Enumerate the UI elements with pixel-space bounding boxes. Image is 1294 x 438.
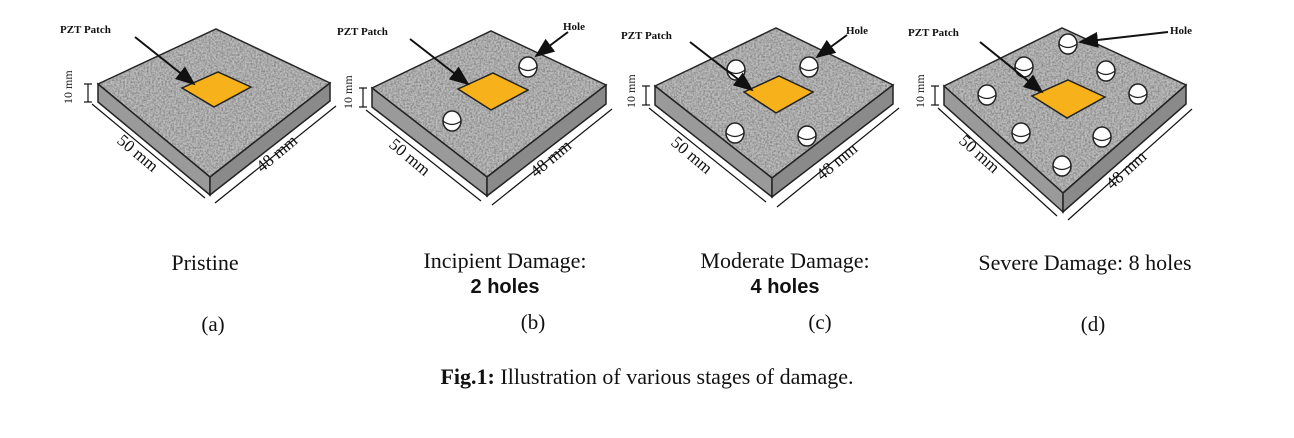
thickness-label: 10 mm xyxy=(341,75,355,109)
caption-sub: 4 holes xyxy=(750,276,820,298)
hole xyxy=(1096,60,1116,82)
pzt-patch xyxy=(742,75,815,114)
caption-c: Moderate Damage: 4 holes xyxy=(660,248,910,300)
figure-caption-prefix: Fig.1: xyxy=(440,364,495,389)
pzt-patch-label: PZT Patch xyxy=(908,27,959,39)
thickness-dimension: 10 mm xyxy=(624,74,650,108)
panel-letter-a: (a) xyxy=(201,312,225,336)
panel-c: PZT Patch Hole 10 mm 50 mm 48 mm xyxy=(621,25,900,208)
hole xyxy=(797,125,817,147)
panel-b: PZT Patch Hole 10 mm 50 mm 48 mm xyxy=(337,21,613,206)
hole-label: Hole xyxy=(846,25,868,37)
pzt-patch-label: PZT Patch xyxy=(60,24,111,36)
thickness-label: 10 mm xyxy=(61,70,75,104)
panel-letter-b: (b) xyxy=(520,310,546,334)
thickness-dimension: 10 mm xyxy=(61,70,92,104)
caption-main: Moderate Damage: xyxy=(700,248,870,273)
caption-a: Pristine xyxy=(105,250,305,276)
hole xyxy=(1092,126,1112,148)
caption-main: Pristine xyxy=(171,250,239,275)
hole xyxy=(518,56,538,78)
thickness-label: 10 mm xyxy=(624,74,638,108)
caption-main: Incipient Damage: xyxy=(423,248,587,273)
panel-d: PZT Patch Hole 10 mm 50 mm 48 mm xyxy=(908,25,1193,221)
figure-caption-text: Illustration of various stages of damage… xyxy=(494,364,854,389)
hole-label: Hole xyxy=(563,21,585,33)
hole xyxy=(1011,122,1031,144)
hole xyxy=(1128,83,1148,105)
slab xyxy=(942,27,1188,214)
pzt-patch xyxy=(456,72,530,111)
hole xyxy=(977,84,997,106)
pzt-patch-label: PZT Patch xyxy=(621,30,672,42)
pzt-patch xyxy=(1030,79,1107,119)
caption-b: Incipient Damage: 2 holes xyxy=(380,248,630,300)
hole xyxy=(799,56,819,78)
thickness-dimension: 10 mm xyxy=(913,74,939,108)
hole xyxy=(1058,33,1078,55)
caption-d: Severe Damage: 8 holes xyxy=(945,250,1225,276)
figure-caption: Fig.1: Illustration of various stages of… xyxy=(0,364,1294,390)
damage-stages-diagram: PZT Patch 10 mm 50 mm 48 mm PZT Patch xyxy=(60,21,1193,221)
panel-letter-d: (d) xyxy=(1080,312,1106,336)
thickness-dimension: 10 mm xyxy=(341,75,367,109)
pzt-patch xyxy=(180,71,253,108)
hole xyxy=(725,122,745,144)
pzt-patch-label: PZT Patch xyxy=(337,26,388,38)
caption-main: Severe Damage: 8 holes xyxy=(978,250,1192,275)
hole-label: Hole xyxy=(1170,25,1192,37)
caption-sub: 2 holes xyxy=(470,276,540,298)
hole xyxy=(1052,155,1072,177)
thickness-label: 10 mm xyxy=(913,74,927,108)
hole xyxy=(442,110,462,132)
panel-a: PZT Patch 10 mm 50 mm 48 mm xyxy=(60,24,337,204)
slab xyxy=(96,28,332,197)
panel-letter-c: (c) xyxy=(808,310,832,334)
hole xyxy=(1014,56,1034,78)
slab xyxy=(370,30,608,198)
